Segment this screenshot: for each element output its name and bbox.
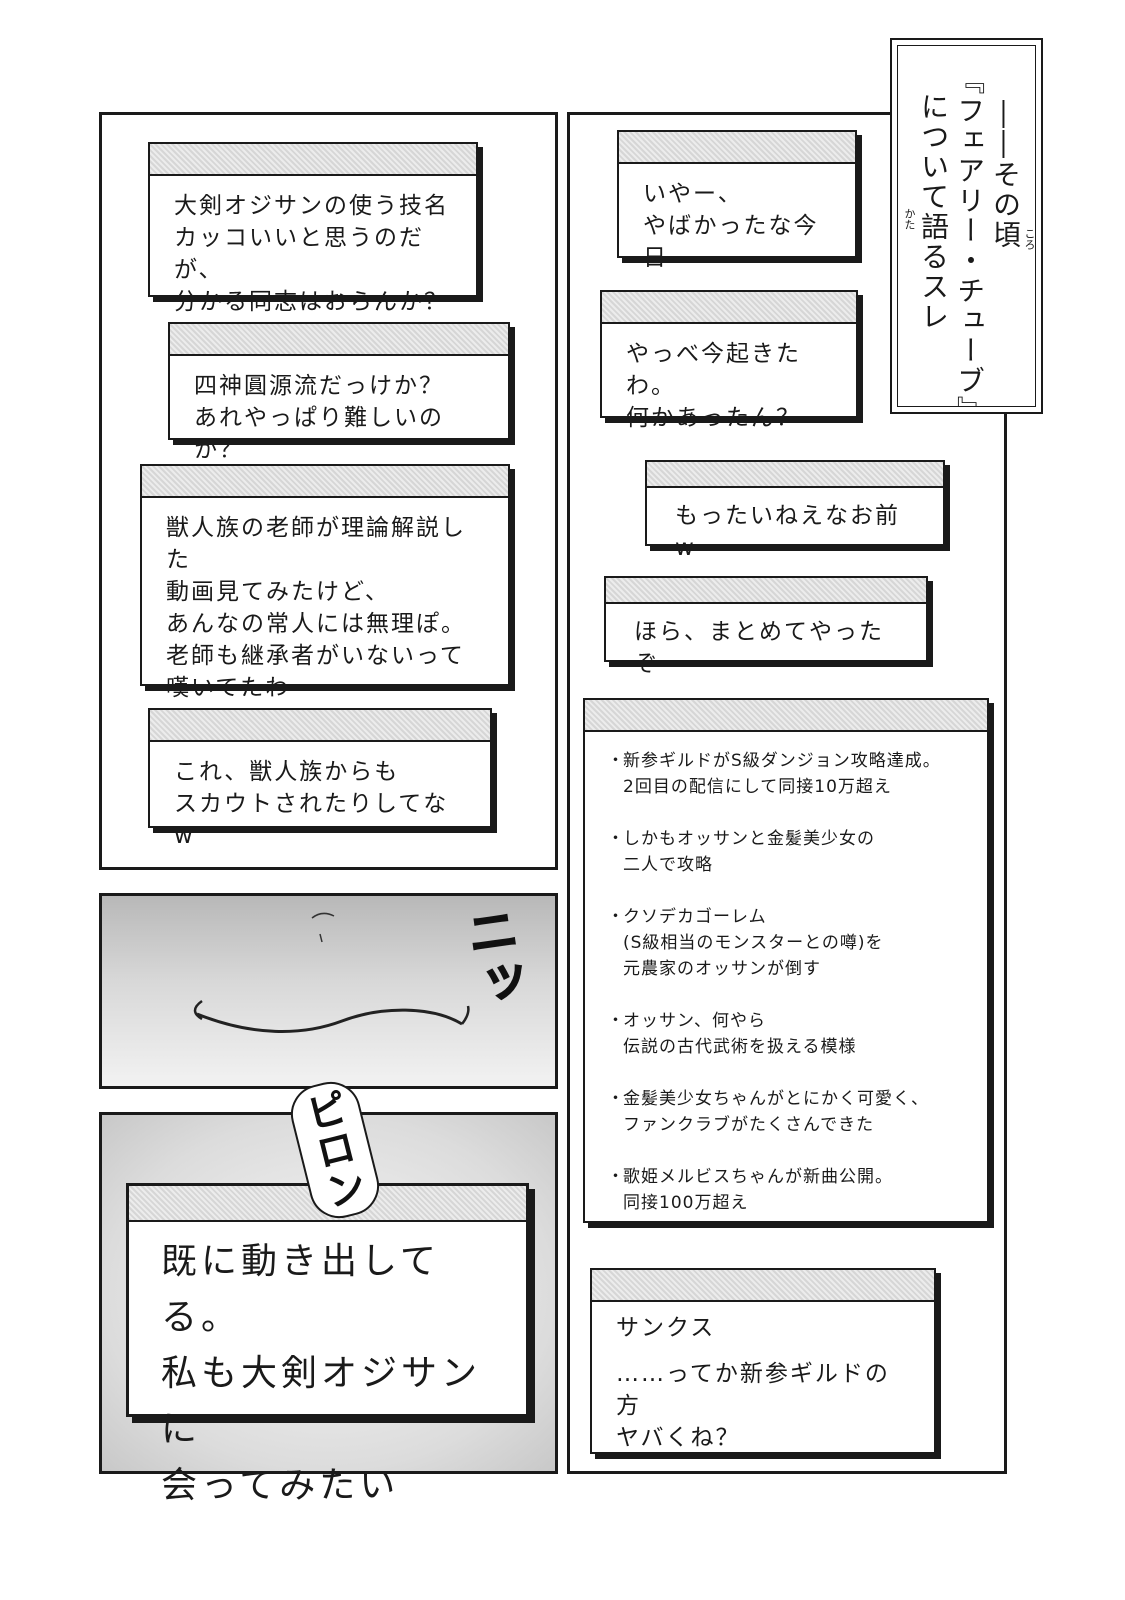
caption-box: ――その頃 ころ 『フェアリー・チューブ』 について語るスレ かた — [890, 38, 1043, 426]
post-header-bar — [619, 132, 855, 164]
post-header-bar — [592, 1270, 934, 1302]
summary-list: ・新参ギルドがS級ダンジョン攻略達成。2回目の配信にして同接10万超え ・しかも… — [585, 732, 987, 1216]
post-header-bar — [585, 700, 987, 732]
post-header-bar — [647, 462, 943, 488]
post-bubble: もったいねえなお前w — [645, 460, 945, 561]
summary-item: ・クソデカゴーレム(S級相当のモンスターとの噂)を 元農家のオッサンが倒す — [607, 907, 884, 979]
caption-line-3: について語るスレ — [917, 92, 950, 332]
big-post-bubble: 既に動き出してる。 私も大剣オジサンに 会ってみたい — [126, 1183, 529, 1506]
post-text: ほら、まとめてやったぞ — [634, 619, 884, 677]
post-header-bar — [150, 710, 490, 742]
post-bubble: やっべ今起きたわ。 何かあったん？ — [600, 290, 858, 431]
summary-item: ・金髪美少女ちゃんがとにかく可愛く、ファンクラブがたくさんできた — [607, 1089, 929, 1135]
post-bubble: 四神圓源流だっけか？ あれやっぱり難しいのか？ — [168, 322, 510, 463]
post-bubble: サンクス ……ってか新参ギルドの方 ヤバくね？ — [590, 1268, 936, 1454]
smile-panel — [99, 893, 558, 1089]
post-header-bar — [142, 466, 508, 498]
post-text-line-1: サンクス — [616, 1315, 716, 1341]
post-text: いやー、 やばかったな今日 — [643, 181, 819, 271]
caption-inner-frame — [897, 45, 1036, 407]
post-bubble: いやー、 やばかったな今日 — [617, 130, 857, 271]
summary-item: ・オッサン、何やら伝説の古代武術を扱える模様 — [607, 1011, 857, 1057]
post-bubble: 獣人族の老師が理論解説した 動画見てみたけど、 あんなの常人には無理ぽ。 老師も… — [140, 464, 510, 701]
post-text: 四神圓源流だっけか？ あれやっぱり難しいのか？ — [194, 373, 444, 463]
post-header-bar — [602, 292, 856, 324]
summary-item: ・しかもオッサンと金髪美少女の二人で攻略 — [607, 829, 875, 875]
post-text: これ、獣人族からも スカウトされたりしてなw — [174, 759, 449, 849]
post-header-bar — [606, 578, 926, 604]
big-post-text: 既に動き出してる。 私も大剣オジサンに 会ってみたい — [161, 1241, 482, 1506]
caption-ruby-kata: かた — [903, 208, 916, 230]
smiling-mouth-drawing — [193, 912, 470, 1033]
post-text: 獣人族の老師が理論解説した 動画見てみたけど、 あんなの常人には無理ぽ。 老師も… — [166, 515, 466, 701]
post-text: もったいねえなお前w — [675, 503, 900, 561]
caption-line-1: ――その頃 — [989, 100, 1022, 250]
post-header-bar — [170, 324, 508, 356]
summary-post-bubble: ・新参ギルドがS級ダンジョン攻略達成。2回目の配信にして同接10万超え ・しかも… — [583, 698, 989, 1223]
post-header-bar — [150, 144, 476, 176]
post-bubble: 大剣オジサンの使う技名 カッコいいと思うのだが、 分かる同志はおらんか？ — [148, 142, 478, 315]
post-text-line-2: ……ってか新参ギルドの方 ヤバくね？ — [616, 1361, 890, 1451]
caption-ruby-koro: ころ — [1023, 228, 1036, 250]
summary-item: ・新参ギルドがS級ダンジョン攻略達成。2回目の配信にして同接10万超え — [607, 751, 941, 797]
post-text: 大剣オジサンの使う技名 カッコいいと思うのだが、 分かる同志はおらんか？ — [174, 193, 449, 315]
post-bubble: ほら、まとめてやったぞ — [604, 576, 928, 677]
summary-item: ・歌姫メルビスちゃんが新曲公開。同接100万超え — [607, 1167, 893, 1213]
post-text: やっべ今起きたわ。 何かあったん？ — [626, 341, 801, 431]
post-bubble: これ、獣人族からも スカウトされたりしてなw — [148, 708, 492, 849]
caption-line-2: 『フェアリー・チューブ』 — [953, 66, 986, 426]
